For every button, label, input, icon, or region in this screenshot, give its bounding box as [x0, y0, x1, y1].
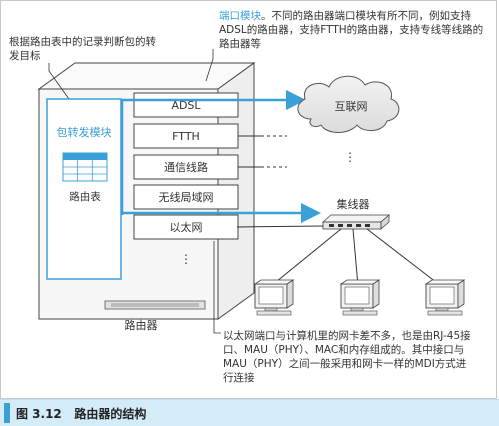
- routing-table-note-text: 根据路由表中的记录判断包的转发目标: [9, 36, 156, 62]
- computer-icon: [424, 279, 466, 316]
- routing-table-icon: [62, 152, 108, 182]
- router-structure-diagram: 包转发模块 路由表 ADSL FTTH 通信线路 无线局域网 以太网 ⋮: [37, 49, 466, 334]
- hub-pc3-cable: [366, 228, 442, 287]
- port-more-ellipsis: ⋮: [180, 252, 192, 266]
- figure-frame: 包转发模块 路由表 ADSL FTTH 通信线路 无线局域网 以太网 ⋮: [0, 0, 497, 399]
- hub-icon: [321, 214, 391, 230]
- port-label-ethernet: 以太网: [170, 221, 203, 234]
- hub-pc2-cable: [352, 228, 359, 287]
- port-module-note: 端口模块。不同的路由器端口模块有所不同，例如支持ADSL的路由器，支持FTTH的…: [219, 9, 493, 51]
- internet-cloud-icon: [297, 75, 400, 133]
- port-label-adsl: ADSL: [171, 99, 201, 112]
- hub-label: 集线器: [337, 197, 370, 211]
- routing-table-label: 路由表: [69, 190, 101, 203]
- port-module-leader: [205, 49, 214, 82]
- computer-icon: [339, 279, 381, 316]
- computer-icon: [253, 279, 295, 316]
- ethernet-note-leader: [213, 241, 221, 334]
- router-label: 路由器: [125, 318, 158, 332]
- port-box-ftth: [133, 123, 239, 149]
- port-module-body: 。不同的路由器端口模块有所不同，例如支持ADSL的路由器，支持FTTH的路由器，…: [219, 10, 484, 50]
- routing-note-leader: [48, 63, 70, 100]
- caption-marker: [4, 403, 10, 423]
- port-box-adsl: [133, 92, 239, 118]
- port-label-leased-line: 通信线路: [164, 160, 208, 174]
- port-box-leased-line: [133, 154, 239, 180]
- internet-more-ellipsis: ⋮: [344, 150, 356, 164]
- figure-caption-bar: 图 3.12 路由器的结构: [0, 399, 499, 426]
- forwarding-module-label: 包转发模块: [57, 125, 112, 139]
- port-box-wlan: [133, 184, 239, 210]
- port-module-title: 端口模块: [219, 10, 261, 22]
- path-to-internet: [120, 90, 306, 110]
- ethernet-note-text: 以太网端口与计算机里的网卡差不多，也是由RJ-45接口、MAU（PHY）、MAC…: [223, 330, 471, 384]
- routing-table-note: 根据路由表中的记录判断包的转发目标: [9, 35, 159, 63]
- figure-caption: 图 3.12 路由器的结构: [16, 405, 146, 422]
- forwarding-module-box: [46, 98, 122, 280]
- figure-number: 图 3.12: [16, 407, 62, 421]
- internet-label: 互联网: [335, 100, 368, 113]
- hub-pc1-cable: [270, 228, 342, 287]
- port-label-wlan: 无线局域网: [159, 190, 214, 204]
- router-hub-cable: [236, 225, 324, 228]
- figure-title: 路由器的结构: [74, 407, 147, 421]
- port-label-ftth: FTTH: [172, 130, 200, 143]
- port-list: ADSL FTTH 通信线路 无线局域网 以太网: [133, 92, 239, 240]
- ethernet-note: 以太网端口与计算机里的网卡差不多，也是由RJ-45接口、MAU（PHY）、MAC…: [223, 329, 471, 385]
